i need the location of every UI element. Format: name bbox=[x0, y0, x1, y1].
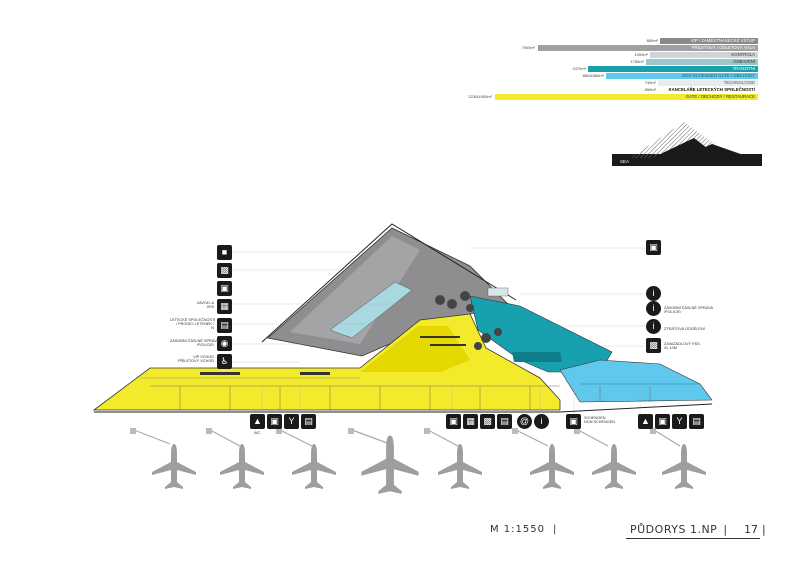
gate-label: WC bbox=[254, 431, 261, 435]
legend-value: 7900m² bbox=[521, 45, 535, 50]
legend-value: 850m² bbox=[644, 87, 656, 92]
legend-label: TECHNOLOGIE bbox=[723, 80, 755, 85]
site-inset: SEA bbox=[612, 122, 762, 166]
legend-bar: VIP / ZAMĚSTNANECKÉ VSTUP bbox=[660, 38, 758, 44]
legend-row: 850m² VIP / ZAMĚSTNANECKÉ VSTUP bbox=[440, 38, 760, 45]
restaurant-icon: ▤ bbox=[689, 414, 704, 429]
info-icon: i bbox=[646, 286, 661, 301]
legend-value: 1000m² bbox=[634, 52, 648, 57]
legend-bar: GATE / OBCHODY / RESTAURACE bbox=[495, 94, 758, 100]
airplane-icon bbox=[530, 444, 574, 489]
wc-icon: ▲ bbox=[638, 414, 653, 429]
left-label: ZÁSOBNÍ ČÁSLNÉ SPRÁVA/POLICIE/ bbox=[170, 339, 220, 348]
legend-bar: TRANZITNÍ bbox=[588, 66, 758, 72]
right-label: ZÁSOBNÍ ČÁSLNÉ SPRÁVA/POLICIE/ bbox=[664, 306, 714, 315]
legend-row: 850m² KANCELÁŘE LETECKÝCH SPOLEČNOSTÍ bbox=[440, 87, 760, 94]
legend-label: KONTROLA bbox=[731, 52, 755, 57]
baggage-belt-icon: ▩ bbox=[646, 338, 661, 353]
bus-icon: ▩ bbox=[217, 263, 232, 278]
legend-bar: NON SCHENGEN GATE / OBCHODY bbox=[606, 73, 758, 79]
legend-label: KANCELÁŘE LETECKÝCH SPOLEČNOSTÍ bbox=[668, 87, 755, 92]
legend-label: ODBAVENÍ bbox=[733, 59, 755, 64]
bar-icon: Y bbox=[672, 414, 687, 429]
car-icon: ■ bbox=[217, 245, 232, 260]
wheelchair-icon: ♿ bbox=[217, 354, 232, 369]
legend-bar: KANCELÁŘE LETECKÝCH SPOLEČNOSTÍ bbox=[658, 87, 758, 93]
legend-row: 1000m² KONTROLA bbox=[440, 52, 760, 59]
wc-icon: ▲ bbox=[250, 414, 265, 429]
legend-value: 22300/400m² bbox=[468, 94, 492, 99]
legend-label: TRANZITNÍ bbox=[732, 66, 755, 71]
shop-icon: ▤ bbox=[497, 414, 512, 429]
bar-icon: Y bbox=[284, 414, 299, 429]
legend-row: 7900m² PŘÍLETOVÁ / ODLETOVÁ HALA bbox=[440, 45, 760, 52]
luggage-icon: ▣ bbox=[646, 240, 661, 255]
shop-icon: ▣ bbox=[267, 414, 282, 429]
info-icon: i bbox=[646, 319, 661, 334]
scale-label: M 1:1550| bbox=[490, 524, 558, 535]
legend-value: 2470m² bbox=[572, 66, 586, 71]
legend-label: GATE / OBCHODY / RESTAURACE bbox=[685, 94, 755, 99]
internet-icon: @ bbox=[517, 414, 532, 429]
airplane-icon bbox=[292, 444, 336, 489]
airplane-icon bbox=[438, 444, 482, 489]
inset-label: SEA bbox=[620, 159, 629, 164]
page-title: PŮDORYS 1.NP| bbox=[630, 523, 728, 536]
legend-row: 2470m² TRANZITNÍ bbox=[440, 66, 760, 73]
legend-row: 1780m² ODBAVENÍ bbox=[440, 59, 760, 66]
train-icon: ▦ bbox=[217, 299, 232, 314]
legend-label: VIP / ZAMĚSTNANECKÉ VSTUP bbox=[690, 38, 755, 43]
info-icon: i bbox=[534, 414, 549, 429]
legend-row: 740m² TECHNOLOGIE bbox=[440, 80, 760, 87]
legend-bar: ODBAVENÍ bbox=[646, 59, 758, 65]
tv-icon: ▩ bbox=[480, 414, 495, 429]
airplane-icon bbox=[152, 444, 196, 489]
legend-label: PŘÍLETOVÁ / ODLETOVÁ HALA bbox=[691, 45, 755, 50]
legend-bar: KONTROLA bbox=[650, 52, 758, 58]
luggage-icon: ▣ bbox=[446, 414, 461, 429]
airplane-icon bbox=[592, 444, 636, 489]
luggage-icon: ▣ bbox=[566, 414, 581, 429]
restaurant-icon: ▤ bbox=[301, 414, 316, 429]
left-label: LETECKÉ SPOLEČNOSTI/ PRODEJ LETENEK /N bbox=[170, 318, 216, 331]
airplane-icon bbox=[662, 444, 706, 489]
shop-icon: ▦ bbox=[463, 414, 478, 429]
legend-bar: TECHNOLOGIE bbox=[658, 80, 758, 86]
legend-value: 740m² bbox=[644, 80, 656, 85]
taxi-icon: ▣ bbox=[217, 281, 232, 296]
info-icon: i bbox=[646, 301, 661, 316]
airplane-icon bbox=[220, 444, 264, 489]
legend-value: 850m² bbox=[646, 38, 658, 43]
legend-row: 22300/400m² GATE / OBCHODY / RESTAURACE bbox=[440, 94, 760, 101]
footer-rule bbox=[626, 538, 760, 539]
airplane-icon bbox=[361, 435, 419, 494]
page-number: 17| bbox=[744, 523, 766, 536]
shop-icon: ▣ bbox=[655, 414, 670, 429]
legend-bar: PŘÍLETOVÁ / ODLETOVÁ HALA bbox=[538, 45, 758, 51]
ticket-icon: ▤ bbox=[217, 318, 232, 333]
legend-value: 8600/460m² bbox=[582, 73, 604, 78]
right-label: ZTRÁTOVÁ ODDĚLENÍ bbox=[664, 327, 705, 331]
legend-row: 8600/460m² NON SCHENGEN GATE / OBCHODY bbox=[440, 73, 760, 80]
police-icon: ◉ bbox=[217, 336, 232, 351]
legend-label: NON SCHENGEN GATE / OBCHODY bbox=[682, 73, 755, 78]
legend-value: 1780m² bbox=[630, 59, 644, 64]
area-legend: 850m² VIP / ZAMĚSTNANECKÉ VSTUP 7900m² P… bbox=[440, 38, 760, 102]
